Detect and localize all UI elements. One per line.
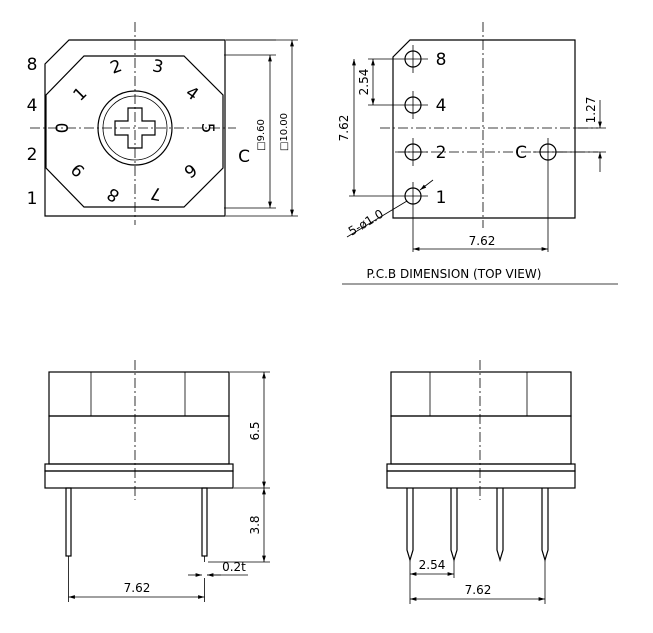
- outer-label-2: 2: [27, 145, 38, 165]
- outer-label-c: C: [238, 147, 250, 167]
- dial-number-9: 9: [68, 159, 90, 181]
- hole-leader: [346, 200, 408, 238]
- pin-4: [541, 488, 549, 563]
- housing-body: [48, 415, 230, 465]
- pcb-label-c: C: [515, 143, 527, 163]
- dial-number-5: 5: [197, 123, 217, 134]
- pcb-view: 8 4 2 1 C 2.54 7.62 1.27 5-ø1.0 7.62 P.C…: [337, 22, 618, 285]
- outer-label-4: 4: [27, 96, 38, 116]
- side-view-left: 6.5 3.8 0.2t 7.62: [44, 360, 270, 602]
- pcb-label-8: 8: [436, 50, 447, 70]
- pcb-caption: P.C.B DIMENSION (TOP VIEW): [367, 267, 542, 281]
- pcb-label-1: 1: [436, 188, 447, 208]
- dim-outer-label: □10.00: [279, 113, 290, 151]
- housing-lip: [44, 463, 234, 472]
- dim-pitch-small: 2.54: [357, 69, 371, 96]
- dim-pitch-side: 2.54: [419, 558, 446, 572]
- dim-height: 6.5: [248, 421, 262, 440]
- dial-octagon: [45, 55, 224, 208]
- base-plate: [386, 470, 576, 489]
- dim-width-left: 7.62: [124, 581, 151, 595]
- dial-number-4: 4: [182, 83, 202, 106]
- dial-number-8: 8: [104, 183, 123, 206]
- pin-3: [496, 488, 504, 563]
- pin-hole-4: [398, 91, 428, 119]
- dial-number-0: 0: [53, 123, 73, 134]
- dim-pin-length: 3.8: [248, 515, 262, 534]
- pin-hole-c: [533, 138, 563, 252]
- dim-hole: 5-ø1.0: [346, 207, 386, 239]
- pin-2: [450, 488, 458, 563]
- dial-number-1: 1: [70, 84, 92, 106]
- dim-pitch-large: 7.62: [337, 115, 351, 142]
- pin-1: [406, 488, 414, 563]
- dim-offset: 1.27: [584, 97, 598, 124]
- housing-body: [390, 415, 572, 465]
- outer-label-1: 1: [27, 189, 38, 209]
- pin-hole-1: [398, 182, 428, 252]
- dim-width: 7.62: [469, 234, 496, 248]
- pin-hole-8: [398, 45, 428, 73]
- cap-top: [390, 371, 572, 417]
- cross-slot: [114, 107, 156, 149]
- dial-number-6: 6: [180, 159, 200, 182]
- dial-number-2: 2: [108, 56, 125, 78]
- dim-inner-label: □9.60: [256, 119, 267, 151]
- pcb-label-2: 2: [436, 143, 447, 163]
- side-view-right: 2.54 7.62: [386, 360, 576, 604]
- hole-leader-arrow: [419, 179, 434, 191]
- dim-width-right: 7.62: [465, 583, 492, 597]
- dial-number-7: 7: [149, 182, 163, 204]
- dial-number-3: 3: [151, 56, 165, 78]
- pin-hole-2: [398, 138, 428, 166]
- dim-thickness: 0.2t: [222, 560, 246, 574]
- housing-lip: [386, 463, 576, 472]
- pcb-outline: [392, 39, 576, 219]
- cap-top: [48, 371, 230, 417]
- base-plate: [44, 470, 234, 489]
- pin-right: [201, 487, 208, 557]
- outer-label-8: 8: [27, 55, 38, 75]
- pin-left: [65, 487, 72, 557]
- top-view: 2 3 4 5 6 7 8 9 0 1 8 4 2 1 C □9.60 □10.…: [27, 22, 298, 225]
- pcb-label-4: 4: [436, 96, 447, 116]
